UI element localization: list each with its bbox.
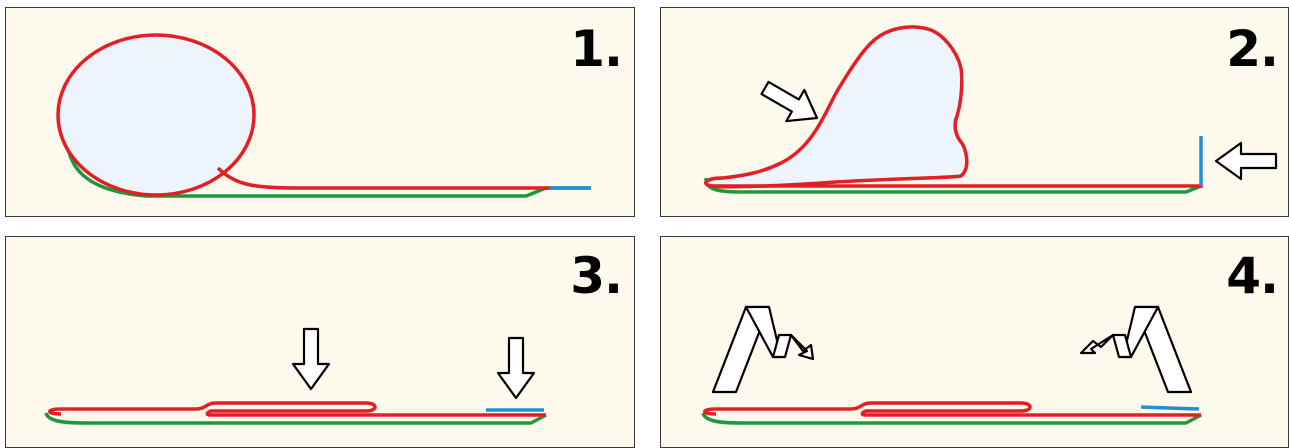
diagram-step-3 [44, 327, 547, 425]
panel-step-3: 3. [5, 236, 635, 448]
diagram-step-4 [701, 305, 1202, 425]
step-number-label: 1. [570, 20, 623, 78]
diagram-step-1 [56, 33, 591, 198]
green-base-line [701, 412, 1202, 425]
red-top-line [216, 166, 551, 190]
roll-out-arrow-icon [1079, 305, 1193, 394]
inflated-bubble [56, 33, 256, 197]
panel-step-2: 2. [660, 7, 1289, 217]
step-number-label: 4. [1226, 247, 1279, 305]
step-number-label: 2. [1226, 20, 1279, 78]
arrow-icon-press-down [291, 327, 331, 391]
folded-sheet-red [48, 401, 546, 417]
step-number-label: 3. [570, 247, 623, 305]
arrow-icon-press-down [496, 336, 536, 400]
red-top-line [704, 176, 1203, 188]
arrow-icon-push-diagonal [760, 80, 819, 123]
roll-out-arrow-icon [711, 305, 815, 394]
folded-sheet-red [703, 401, 1201, 417]
arrow-icon-push-left [1214, 141, 1278, 181]
green-base-line [44, 412, 547, 425]
blue-edge-line [1140, 405, 1200, 411]
panel-step-1: 1. [5, 7, 635, 217]
deflating-bubble [704, 25, 969, 189]
diagram-step-2 [704, 25, 1278, 194]
panel-step-4: 4. [660, 236, 1289, 448]
